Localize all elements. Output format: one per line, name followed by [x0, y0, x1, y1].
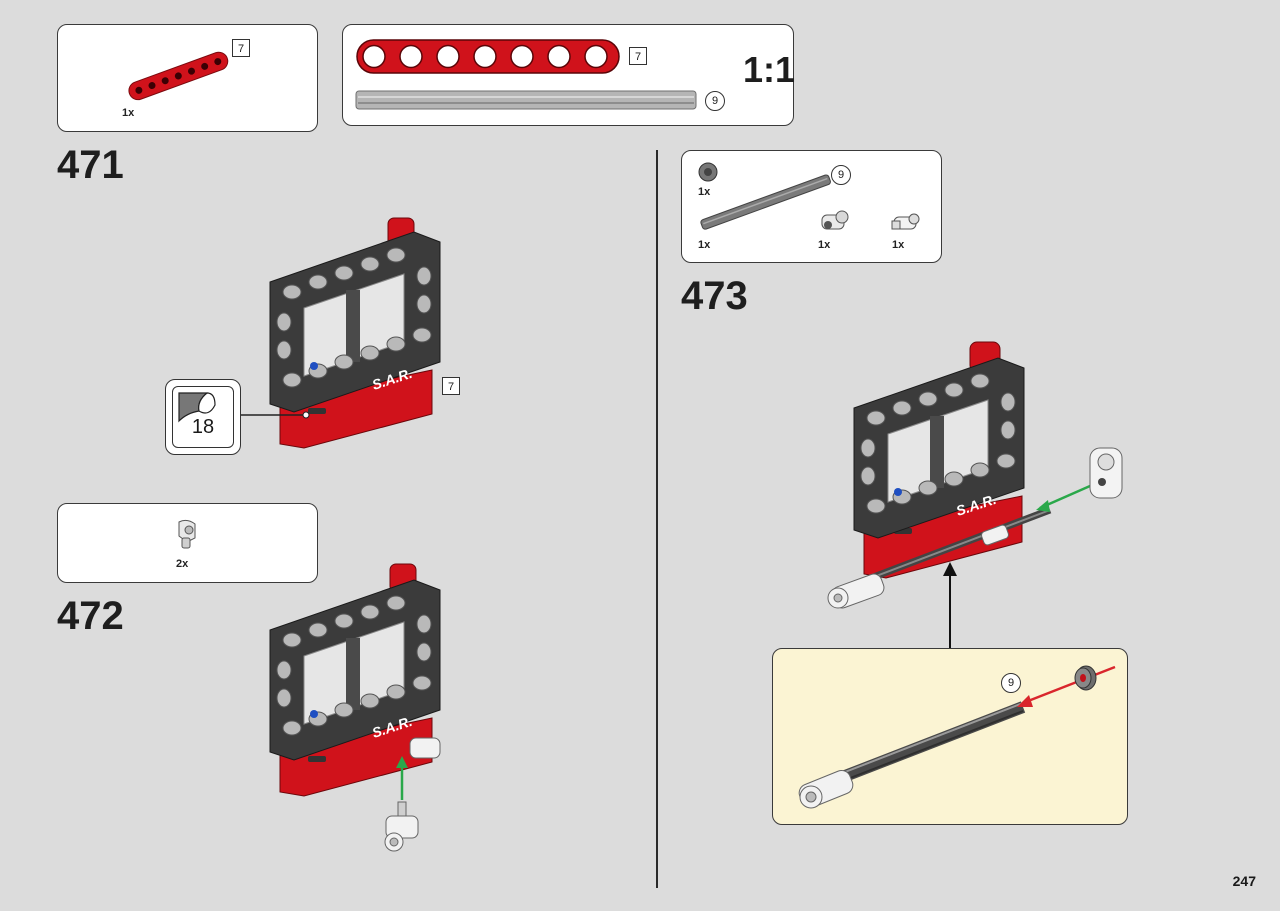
part-qty: 1x — [818, 239, 831, 251]
callout-leader-line — [236, 411, 310, 419]
bush-icon — [1074, 665, 1097, 691]
axle-icon — [700, 174, 831, 230]
part-qty: 1x — [698, 239, 711, 251]
parts-box-473: 1x 9 1x 1x 1x — [681, 150, 942, 263]
sticker-sheet-number: 18 — [191, 416, 215, 438]
scale-reference-box: 7 9 1:1 — [342, 24, 796, 126]
part-qty: 2x — [176, 558, 189, 570]
subassembly-arrow — [943, 562, 957, 648]
length-marker: 7 — [232, 39, 250, 57]
subassembly-box: 9 — [772, 648, 1128, 825]
part-qty: 1x — [892, 239, 905, 251]
axle-length-marker: 9 — [831, 165, 851, 185]
step-number-471: 471 — [57, 143, 124, 187]
scale-label: 1:1 — [743, 49, 796, 90]
beam-length-marker: 7 — [629, 47, 647, 65]
model-assembly-472: S.A.R. — [269, 563, 441, 852]
axle-length-marker: 9 — [705, 91, 725, 111]
part-qty: 1x — [698, 186, 711, 198]
step-471-length-marker: 7 — [442, 377, 460, 395]
sub-axle-icon — [798, 701, 1026, 809]
red-beam-icon — [128, 51, 229, 101]
model-assembly-471: S.A.R. — [269, 217, 441, 449]
callout-inner: 18 — [172, 386, 234, 448]
axle-connector-icon — [821, 210, 849, 230]
sub-red-arrow — [1017, 665, 1116, 707]
page-number: 247 — [1232, 873, 1256, 889]
column-divider — [656, 150, 658, 888]
bush-icon — [698, 162, 718, 182]
part-qty: 1x — [122, 107, 135, 119]
sticker-icon — [178, 392, 216, 423]
step-number-472: 472 — [57, 594, 124, 638]
step-number-473: 473 — [681, 274, 748, 318]
scale-beam-icon — [356, 39, 620, 74]
parts-box-472: 2x — [57, 503, 318, 583]
scale-axle-icon — [355, 90, 697, 110]
sub-axle-length-marker: 9 — [1001, 673, 1021, 693]
parts-box-471: 1x 7 — [57, 24, 318, 132]
model-assembly-473: S.A.R. — [827, 341, 1123, 609]
pin-connector-icon — [891, 213, 920, 230]
connector-icon — [178, 519, 196, 549]
sticker-callout: 18 — [165, 379, 241, 455]
